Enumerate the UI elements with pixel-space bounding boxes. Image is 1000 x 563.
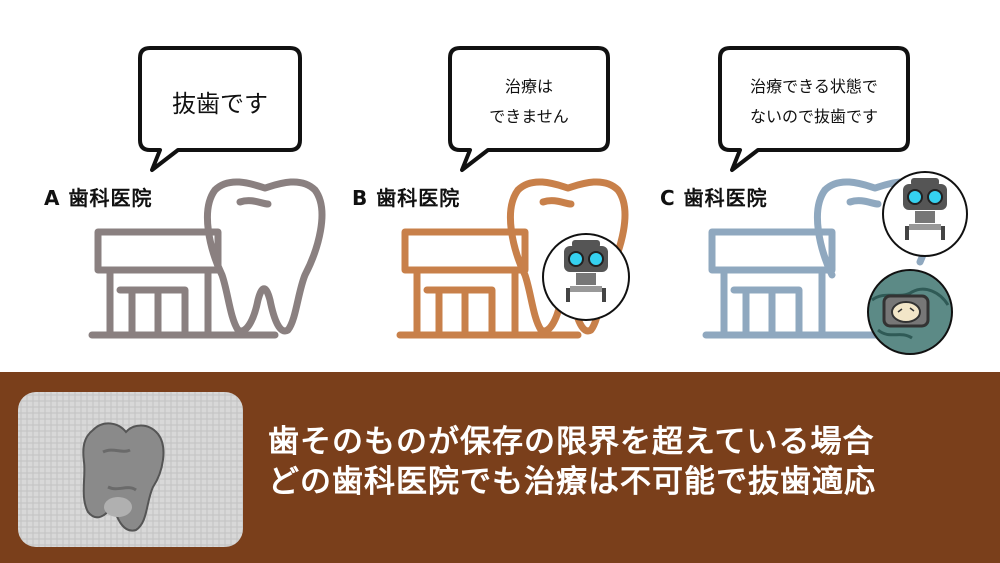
speech-line: できません xyxy=(489,107,569,126)
summary-caption: 歯そのものが保存の限界を超えている場合 どの歯科医院でも治療は不可能で抜歯適応 xyxy=(268,422,978,502)
speech-line: ないので抜歯です xyxy=(749,107,878,126)
clinic-a-building-tooth-icon xyxy=(88,178,326,339)
microscope-view-icon xyxy=(867,269,953,355)
robot-icon-c xyxy=(882,171,968,257)
extracted-tooth-photo xyxy=(18,392,243,547)
illustration-area: 抜歯です 治療は できません 治療できる状態で ないので抜歯です A 歯科医院 … xyxy=(44,46,968,355)
clinic-b-building-tooth-icon xyxy=(396,178,629,339)
speech-line: 抜歯です xyxy=(172,90,268,118)
caption-line-1: 歯そのものが保存の限界を超えている場合 xyxy=(268,424,875,460)
speech-line: 治療は xyxy=(504,77,553,96)
summary-banner: 歯そのものが保存の限界を超えている場合 どの歯科医院でも治療は不可能で抜歯適応 xyxy=(0,372,1000,563)
robot-icon-b xyxy=(542,233,630,321)
speech-text-a: 抜歯です xyxy=(142,84,298,119)
speech-text-b: 治療は できません xyxy=(452,72,606,132)
caption-line-2: どの歯科医院でも治療は不可能で抜歯適応 xyxy=(268,464,876,500)
clinic-label-c: C 歯科医院 xyxy=(660,186,768,210)
clinic-label-b: B 歯科医院 xyxy=(352,186,461,210)
speech-text-c: 治療できる状態で ないので抜歯です xyxy=(722,72,906,132)
clinic-label-a: A 歯科医院 xyxy=(44,186,153,210)
speech-line: 治療できる状態で xyxy=(750,77,878,96)
speech-bubble-b xyxy=(448,46,610,172)
speech-bubble-c xyxy=(718,46,910,172)
speech-bubble-a xyxy=(138,46,302,172)
